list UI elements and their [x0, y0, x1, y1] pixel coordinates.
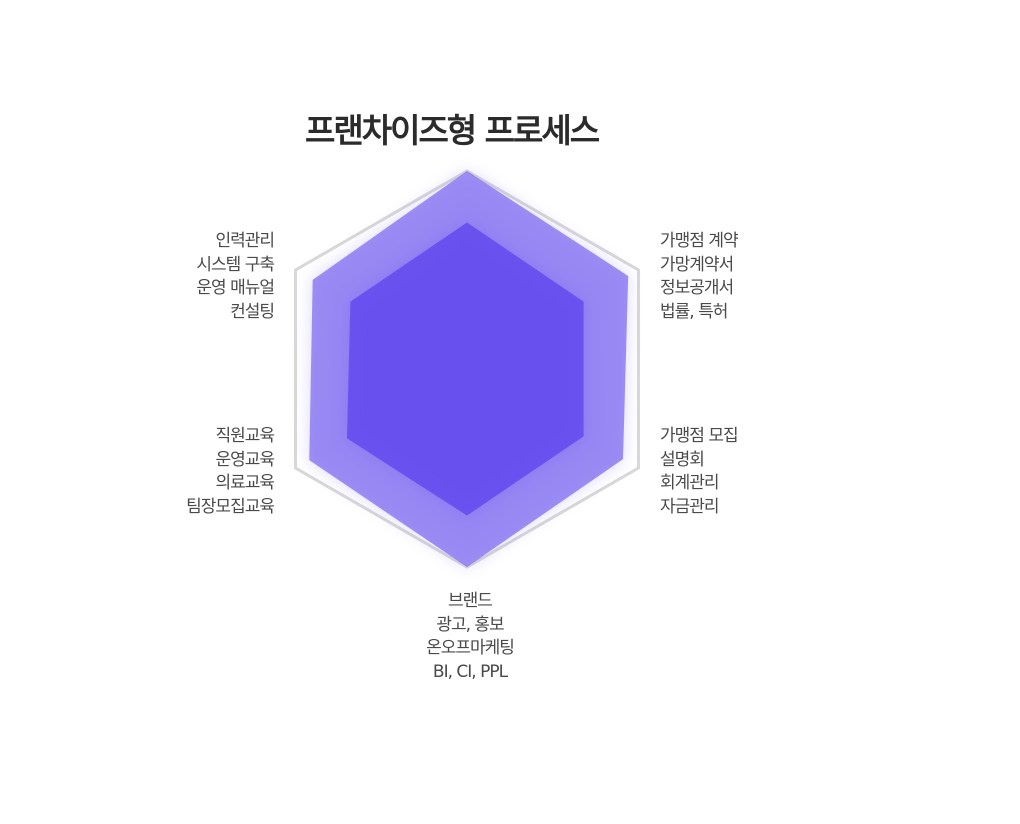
axis-label-line: 의료교육 — [215, 473, 275, 493]
radar-series-2 — [346, 222, 584, 516]
axis-label-line: 정보공개서 — [660, 278, 734, 298]
axis-label-recruit: 가맹점 모집 설명회 회계관리 자금관리 — [660, 425, 739, 519]
chart-title: 프랜차이즈형 프로세스 — [305, 111, 600, 150]
axis-label-line: 컨설팅 — [230, 301, 275, 322]
axis-label-line: 브랜드 — [448, 591, 493, 611]
axis-label-line: 팀장모집교육 — [186, 496, 275, 517]
axis-label-line: 운영 매뉴얼 — [196, 278, 275, 298]
axis-label-education: 직원교육 운영교육 의료교육 팀장모집교육 — [186, 425, 275, 519]
axis-label-line: 운영교육 — [215, 449, 275, 470]
axis-label-line: 자금관리 — [660, 496, 720, 517]
axis-label-contract: 가맹점 계약 가망계약서 정보공개서 법률, 특허 — [660, 230, 739, 324]
axis-label-hr: 인력관리 시스템 구축 운영 매뉴얼 컨설팅 — [196, 230, 275, 324]
axis-label-line: 온오프마케팅 — [426, 638, 515, 658]
axis-label-line: 직원교육 — [215, 426, 275, 446]
axis-label-line: 설명회 — [660, 449, 705, 470]
axis-label-line: 가맹점 계약 — [660, 231, 739, 251]
axis-label-line: 인력관리 — [215, 231, 275, 251]
axis-label-line: BI, CI, PPL — [432, 661, 508, 682]
axis-label-line: 가맹점 모집 — [660, 426, 739, 446]
axis-label-line: 회계관리 — [660, 473, 720, 493]
axis-label-line: 법률, 특허 — [660, 301, 728, 322]
axis-label-line: 가망계약서 — [660, 254, 734, 275]
axis-label-brand: 브랜드 광고, 홍보 온오프마케팅 BI, CI, PPL — [370, 590, 570, 684]
axis-label-line: 광고, 홍보 — [436, 614, 504, 635]
axis-label-line: 시스템 구축 — [196, 254, 275, 275]
